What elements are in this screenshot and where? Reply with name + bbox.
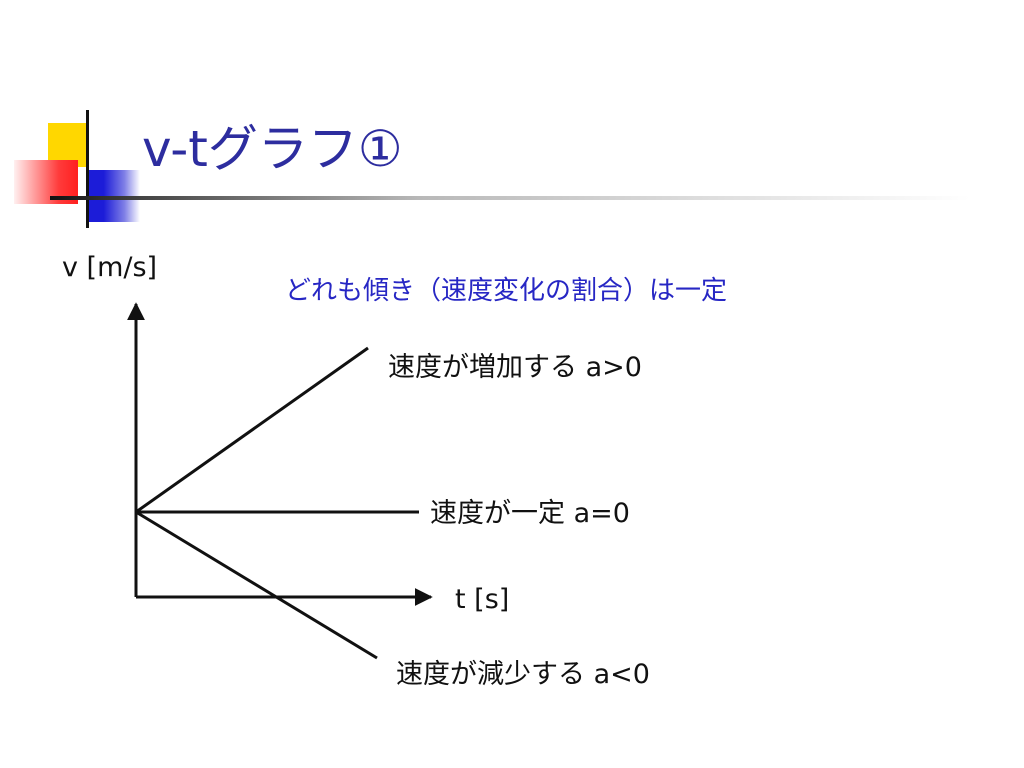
decreasing-velocity-line [135,510,378,660]
decreasing-line-label: 速度が減少する a<0 [396,659,650,690]
slope-note: どれも傾き（速度変化の割合）は一定 [285,276,728,306]
constant-line-label: 速度が一定 a=0 [430,498,630,529]
title-decoration-yellow-square [48,123,88,167]
title-decoration-vertical-line [86,110,89,228]
increasing-velocity-line [135,346,369,514]
y-axis-label: v [m/s] [62,252,158,283]
title-underline [50,196,970,200]
increasing-line-label: 速度が増加する a>0 [388,352,642,383]
slide-title: v-tグラフ① [142,120,403,178]
x-axis-label: t [s] [455,584,510,615]
